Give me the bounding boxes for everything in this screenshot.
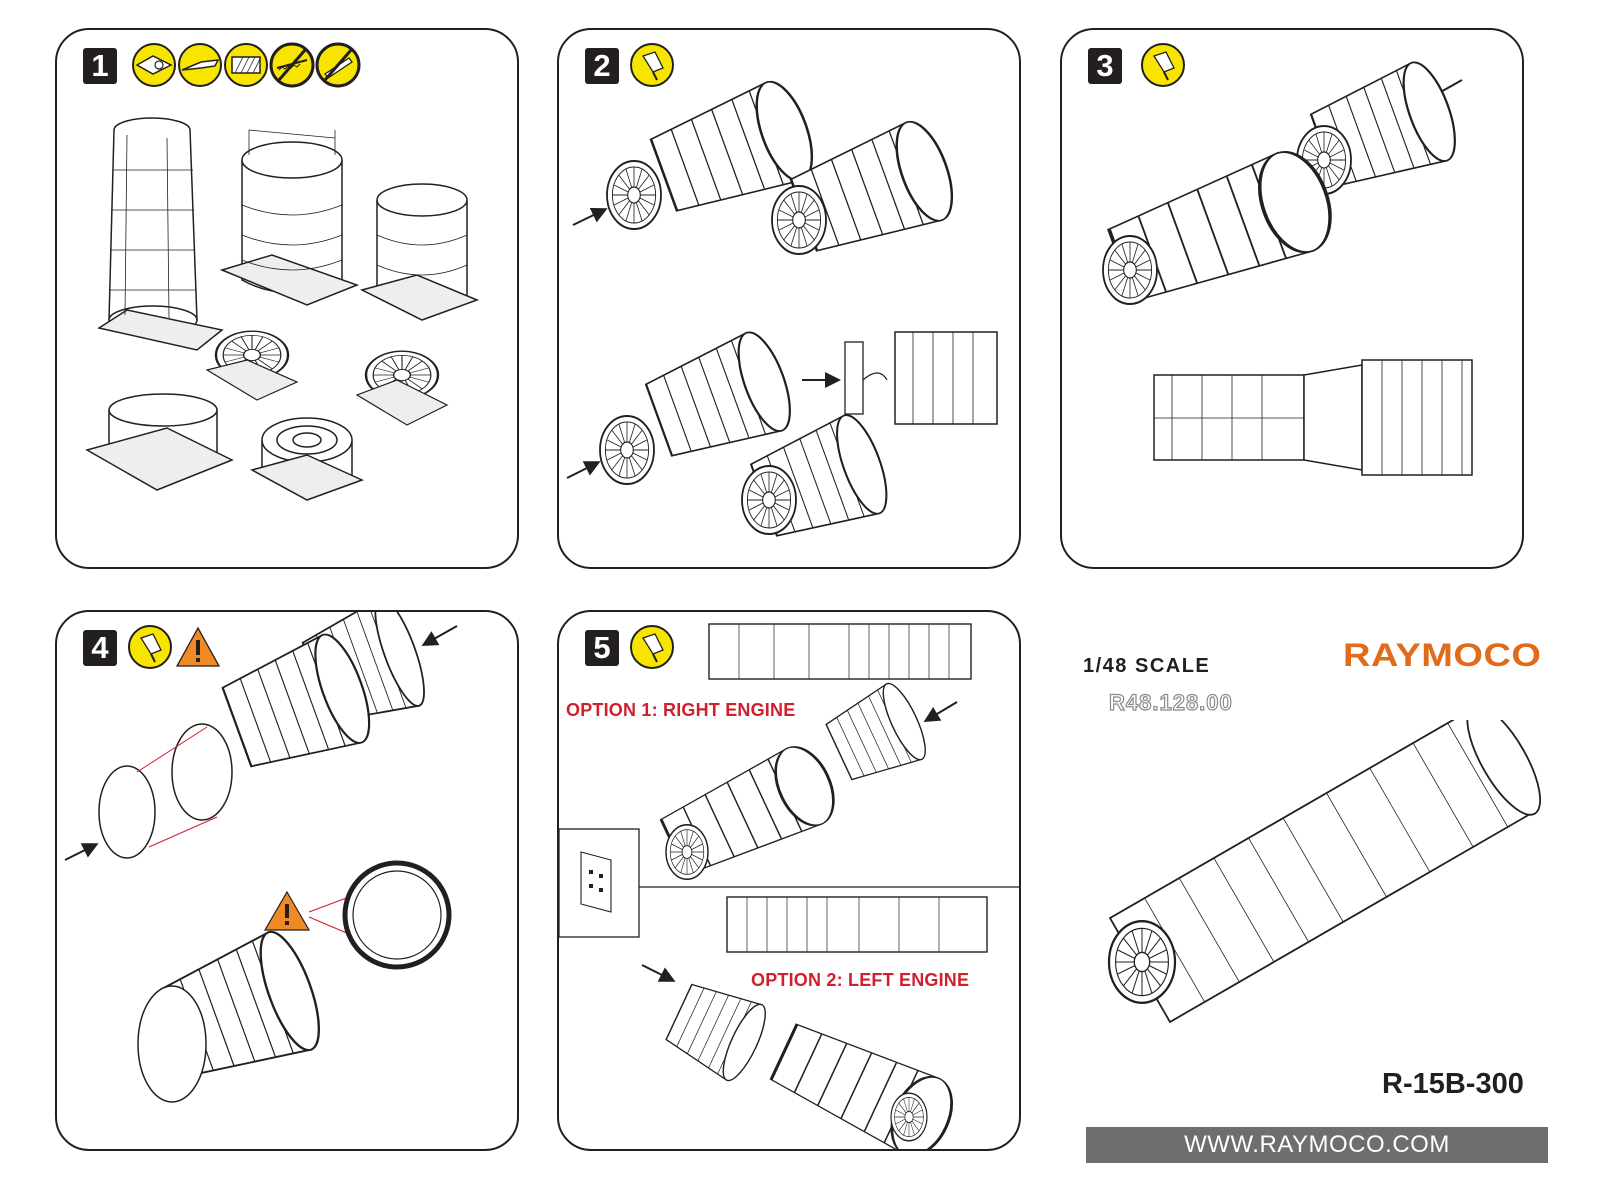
- step-number: 5: [585, 630, 619, 666]
- step-number: 3: [1088, 48, 1122, 84]
- step-5-panel: 5 OPTION 1: RIGHT ENGINE OPTION 2: LEFT …: [557, 610, 1021, 1151]
- glue-icon: [630, 43, 674, 87]
- step-number: 1: [83, 48, 117, 84]
- step-2-assembly-drawing: [566, 73, 998, 550]
- scale-label: 1/48 SCALE: [1083, 655, 1211, 677]
- glue-icon: [630, 625, 674, 669]
- step-3-assembly-drawing: [1102, 55, 1473, 476]
- part-number: R48.128.00: [1108, 689, 1233, 715]
- step-4-assembly-drawing: [64, 612, 458, 1103]
- option-1-label: OPTION 1: RIGHT ENGINE: [566, 700, 796, 720]
- step-2-panel: 2: [557, 28, 1021, 569]
- glue-icon: [1141, 43, 1185, 87]
- cutter-icon: [132, 43, 176, 87]
- model-number: R-15B-300: [1382, 1068, 1524, 1100]
- step-number: 2: [585, 48, 619, 84]
- step-5-assembly-drawing: [559, 623, 1019, 1149]
- step-1-panel: 1: [55, 28, 519, 569]
- step-3-panel: 3: [1060, 28, 1524, 569]
- knife-icon: [178, 43, 222, 87]
- brand-logo: RAYMOCO: [1343, 638, 1542, 674]
- step-number: 4: [83, 630, 117, 666]
- sanding-icon: [224, 43, 268, 87]
- website-bar[interactable]: WWW.RAYMOCO.COM: [1086, 1127, 1548, 1163]
- step-4-panel: 4: [55, 610, 519, 1151]
- finished-engine-drawing: [1107, 720, 1542, 1024]
- glue-icon: [128, 625, 172, 669]
- step-1-parts-drawing: [85, 117, 480, 501]
- no-saw-icon: [269, 42, 315, 88]
- no-file-icon: [315, 42, 361, 88]
- option-2-label: OPTION 2: LEFT ENGINE: [751, 970, 970, 990]
- warning-icon: [175, 626, 221, 667]
